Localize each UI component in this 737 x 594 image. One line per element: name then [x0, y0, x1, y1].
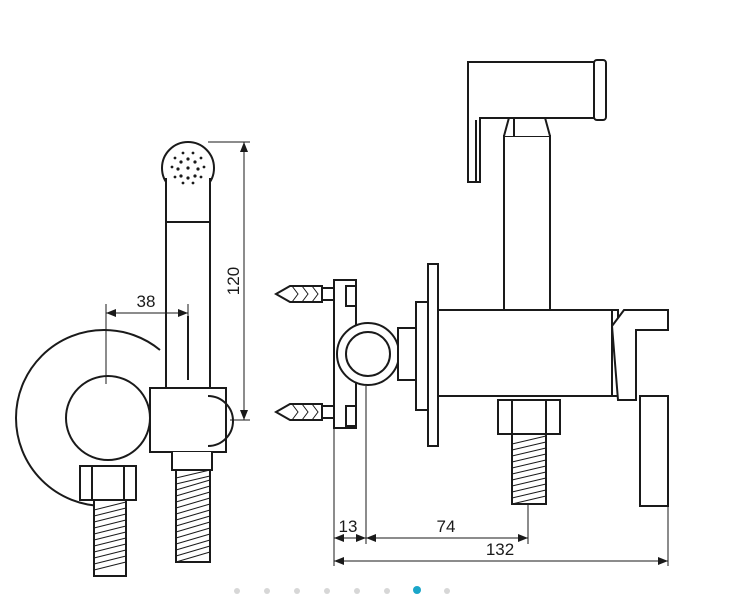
- carousel-dot[interactable]: [264, 588, 270, 594]
- carousel-dot[interactable]: [354, 588, 360, 594]
- carousel-dot[interactable]: [234, 588, 240, 594]
- lever-top: [610, 309, 669, 401]
- spray-nozzles: [170, 151, 206, 185]
- dimension-label-38: 38: [137, 292, 156, 311]
- handshower-side: [503, 135, 551, 311]
- lever-handle: [639, 395, 669, 507]
- front-view: 120 38: [15, 141, 250, 577]
- connector: [397, 327, 417, 381]
- escutcheon: [427, 263, 439, 447]
- carousel-dot[interactable]: [444, 588, 450, 594]
- carousel-dot[interactable]: [384, 588, 390, 594]
- side-hose: [511, 433, 547, 505]
- dimension-label-120: 120: [224, 267, 243, 295]
- carousel-dot[interactable]: [294, 588, 300, 594]
- dimension-label-13: 13: [339, 517, 358, 536]
- supply-hose: [93, 499, 127, 577]
- dimension-label-132: 132: [486, 540, 514, 559]
- side-view: 13 74 132: [273, 59, 669, 566]
- valve-body: [437, 309, 619, 397]
- wall-anchor-bottom: [273, 403, 335, 421]
- outlet-nut: [497, 399, 561, 435]
- dimension-label-74: 74: [437, 517, 456, 536]
- inlet-nut: [79, 465, 137, 501]
- holder-bracket: [149, 387, 227, 453]
- carousel-dot-active[interactable]: [413, 586, 421, 594]
- wall-anchor-top: [273, 285, 335, 303]
- braided-hose: [175, 469, 211, 563]
- valve-knob: [65, 375, 151, 461]
- carousel-dots: [232, 586, 462, 594]
- dimension-38: 38: [105, 292, 189, 384]
- dimension-side: 13 74 132: [333, 386, 669, 566]
- wall-rosette: [15, 329, 105, 507]
- dimension-120: 120: [208, 141, 250, 421]
- carousel-dot[interactable]: [324, 588, 330, 594]
- hose-nut: [171, 452, 213, 471]
